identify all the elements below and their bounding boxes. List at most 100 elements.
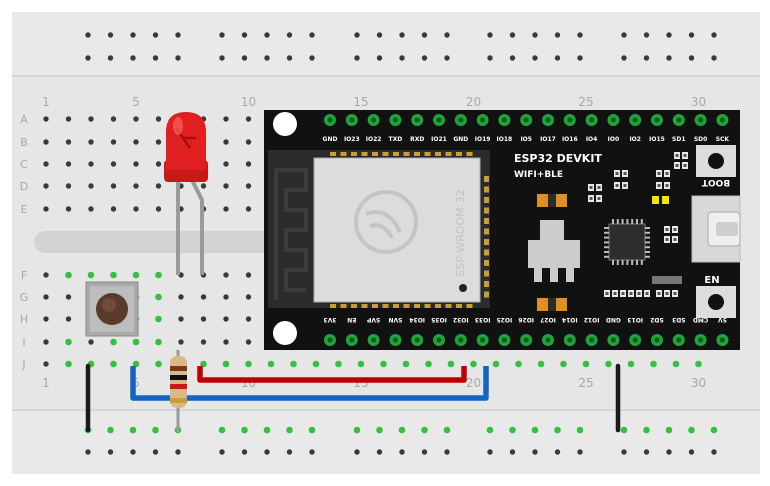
en-label: EN bbox=[704, 275, 719, 286]
smd-component bbox=[613, 292, 617, 295]
rail-hole bbox=[688, 426, 695, 434]
rail-hole bbox=[376, 32, 383, 38]
header-pin bbox=[523, 337, 529, 343]
resistor-band bbox=[170, 384, 187, 389]
pin-label: SCK bbox=[716, 136, 730, 143]
module-pad bbox=[484, 249, 489, 256]
smd-component bbox=[665, 292, 669, 295]
chip-pin bbox=[604, 231, 609, 234]
pin-label: IO15 bbox=[649, 136, 665, 143]
header-pin bbox=[545, 117, 551, 123]
chip-pin bbox=[636, 260, 638, 265]
rail-hole bbox=[531, 426, 539, 434]
rail-hole bbox=[398, 426, 406, 434]
header-pin bbox=[610, 117, 616, 123]
breadboard-hole bbox=[223, 116, 229, 122]
header-pin bbox=[632, 337, 638, 343]
module-pad bbox=[435, 304, 441, 308]
breadboard-hole bbox=[155, 293, 162, 301]
breadboard-hole bbox=[223, 206, 229, 212]
breadboard-hole bbox=[155, 116, 162, 122]
breadboard-hole bbox=[43, 183, 49, 189]
smd-component bbox=[675, 154, 679, 157]
breadboard-hole bbox=[133, 139, 139, 145]
header-pin bbox=[567, 117, 573, 123]
rail-hole bbox=[376, 449, 383, 455]
smd-component bbox=[645, 292, 649, 295]
breadboard-hole bbox=[110, 183, 117, 189]
rail-hole bbox=[152, 32, 159, 38]
pin-label: IO35 bbox=[431, 316, 447, 323]
breadboard-hole bbox=[155, 338, 162, 346]
breadboard-hole bbox=[88, 183, 94, 189]
rail-hole bbox=[399, 32, 405, 38]
boot-button-cap[interactable] bbox=[708, 153, 724, 169]
rail-hole bbox=[241, 426, 248, 434]
header-pin bbox=[610, 337, 616, 343]
resistor-band bbox=[170, 375, 187, 380]
rail-hole bbox=[85, 449, 91, 455]
chip-pin bbox=[616, 260, 619, 265]
pin-label: IO33 bbox=[475, 316, 491, 323]
header-pin bbox=[458, 117, 464, 123]
breadboard-hole bbox=[245, 294, 252, 300]
breadboard-hole bbox=[447, 360, 455, 368]
row-letter: D bbox=[20, 180, 28, 193]
blue-wire bbox=[130, 366, 489, 401]
breadboard-hole bbox=[155, 183, 162, 189]
breadboard-hole bbox=[133, 183, 139, 189]
header-pin bbox=[698, 117, 704, 123]
breadboard-hole bbox=[178, 316, 184, 322]
smd-component bbox=[597, 197, 601, 200]
rail-hole bbox=[711, 32, 717, 38]
rail-hole bbox=[130, 32, 136, 38]
rail-hole bbox=[421, 55, 428, 61]
breadboard-hole bbox=[88, 139, 94, 145]
chip-pin bbox=[645, 251, 650, 253]
row-letter: E bbox=[21, 203, 28, 216]
rail-hole bbox=[219, 449, 225, 455]
breadboard-holes bbox=[43, 32, 718, 455]
smd-component bbox=[623, 172, 627, 175]
rail-hole bbox=[509, 449, 516, 455]
rail-hole bbox=[107, 426, 114, 434]
rail-hole bbox=[486, 426, 494, 434]
header-pin bbox=[654, 117, 660, 123]
usb-chip-icon bbox=[608, 223, 646, 261]
chip-pin bbox=[645, 255, 650, 258]
rail-hole bbox=[241, 55, 248, 61]
rail-hole bbox=[263, 426, 271, 434]
rail-hole bbox=[532, 55, 538, 61]
column-number: 25 bbox=[578, 376, 593, 390]
rail-hole bbox=[175, 449, 181, 455]
rail-hole bbox=[107, 55, 114, 61]
header-pin bbox=[523, 117, 529, 123]
breadboard-hole bbox=[110, 161, 117, 167]
pushbutton-cap bbox=[102, 298, 116, 312]
module-pad bbox=[382, 304, 389, 308]
en-button-cap[interactable] bbox=[708, 294, 724, 310]
rail-hole bbox=[688, 32, 695, 38]
module-pad bbox=[484, 228, 489, 235]
rail-hole bbox=[241, 449, 248, 455]
voltage-regulator-icon bbox=[540, 220, 564, 240]
wires bbox=[85, 363, 621, 433]
crystal-icon bbox=[652, 276, 682, 284]
breadboard-hole bbox=[200, 339, 207, 345]
module-pad bbox=[403, 304, 410, 308]
breadboard-hole bbox=[200, 360, 207, 368]
rail-hole bbox=[666, 449, 672, 455]
breadboard-hole bbox=[65, 316, 72, 322]
rail-hole bbox=[286, 55, 293, 61]
smd-component bbox=[637, 292, 641, 295]
breadboard-hole bbox=[155, 315, 162, 323]
breadboard-hole bbox=[43, 361, 49, 367]
breadboard-hole bbox=[200, 316, 207, 322]
chip-pin bbox=[645, 236, 650, 239]
header-pin bbox=[589, 117, 595, 123]
pin-label: SD2 bbox=[650, 316, 663, 323]
chip-pin bbox=[621, 219, 624, 224]
pin-label: IO17 bbox=[540, 136, 556, 143]
chip-pin bbox=[645, 246, 650, 249]
